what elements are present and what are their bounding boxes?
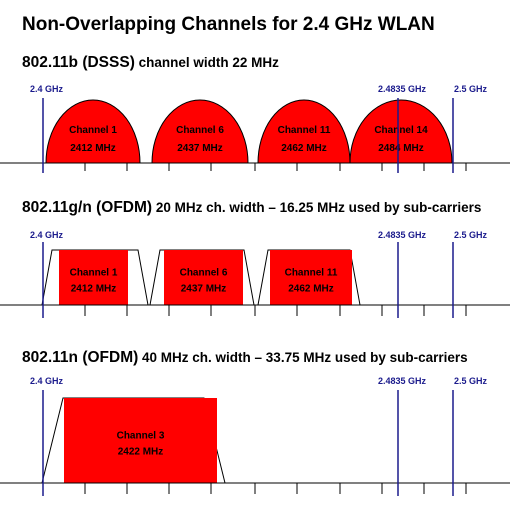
section-3-label-end: 2.5 GHz <box>454 376 488 386</box>
section-3-channel-1-name: Channel 3 <box>117 431 165 442</box>
section-1-channel-2-shape <box>151 99 249 164</box>
section-1-channel-2-name: Channel 6 <box>176 125 224 136</box>
section-2-heading-description: 20 MHz ch. width – 16.25 MHz used by sub… <box>152 200 481 215</box>
section-2-channel-1-freq: 2412 MHz <box>71 284 117 295</box>
section-2-channel-1-subcarriers <box>59 250 128 305</box>
section-2-channel-2-name: Channel 6 <box>180 268 228 279</box>
section-2-channel-3-name: Channel 11 <box>285 268 338 279</box>
section-2-label-band-end: 2.4835 GHz <box>378 230 427 240</box>
section-1-channel-1-shape <box>45 99 141 164</box>
section-1-channel-4-shape <box>349 99 453 164</box>
section-1-heading-standard: 802.11b (DSSS) <box>22 54 135 71</box>
section-3-label-band-end: 2.4835 GHz <box>378 376 427 386</box>
section-2-heading-standard: 802.11g/n (OFDM) <box>22 199 152 216</box>
section-1-channel-3-shape <box>257 99 351 164</box>
section-2-channel-3-subcarriers <box>270 250 352 305</box>
section-2-channel-1-name: Channel 1 <box>70 268 118 279</box>
section-2-channel-2-freq: 2437 MHz <box>181 284 227 295</box>
section-2-label-end: 2.5 GHz <box>454 230 488 240</box>
section-1-channel-1-freq: 2412 MHz <box>70 143 116 154</box>
section-1-channel-3-freq: 2462 MHz <box>281 143 327 154</box>
section-1-channel-4-freq: 2484 MHz <box>378 143 424 154</box>
section-1-heading: 802.11b (DSSS) channel width 22 MHz <box>22 54 279 71</box>
section-2-channel-2-subcarriers <box>164 250 243 305</box>
section-1-channel-4-name: Channel 14 <box>374 125 428 136</box>
section-2-label-start: 2.4 GHz <box>30 230 64 240</box>
section-3-heading-description: 40 MHz ch. width – 33.75 MHz used by sub… <box>138 350 467 365</box>
section-1-channel-3-name: Channel 11 <box>278 125 331 136</box>
section-3-heading: 802.11n (OFDM) 40 MHz ch. width – 33.75 … <box>22 349 468 366</box>
section-3-channel-1-subcarriers <box>64 398 217 483</box>
section-3-channel-1-freq: 2422 MHz <box>118 447 164 458</box>
section-2-channel-3-freq: 2462 MHz <box>288 284 334 295</box>
section-3-heading-standard: 802.11n (OFDM) <box>22 349 138 366</box>
section-1-label-end: 2.5 GHz <box>454 84 488 94</box>
section-1-channel-2-freq: 2437 MHz <box>177 143 223 154</box>
page-title: Non-Overlapping Channels for 2.4 GHz WLA… <box>22 14 435 35</box>
section-3-label-start: 2.4 GHz <box>30 376 64 386</box>
section-2-heading: 802.11g/n (OFDM) 20 MHz ch. width – 16.2… <box>22 199 481 216</box>
section-1-heading-description: channel width 22 MHz <box>135 55 279 70</box>
section-1-label-start: 2.4 GHz <box>30 84 64 94</box>
section-1-channel-1-name: Channel 1 <box>69 125 117 136</box>
section-1-label-band-end: 2.4835 GHz <box>378 84 427 94</box>
